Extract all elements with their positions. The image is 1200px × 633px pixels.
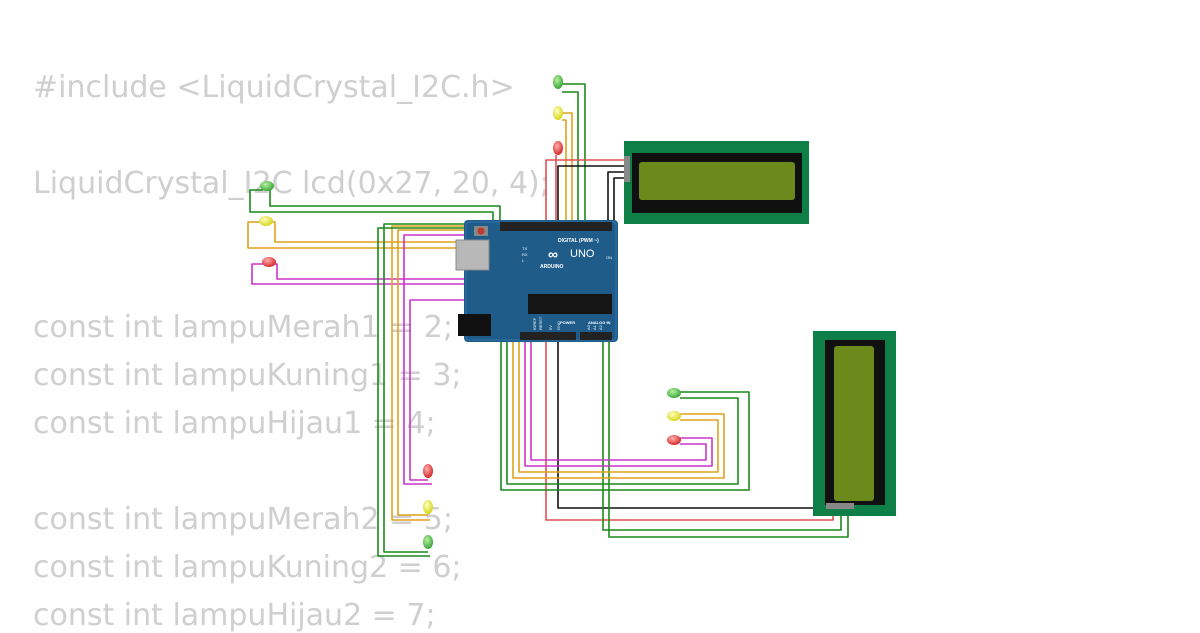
arduino-logo-icon: ∞ [548,246,558,262]
power-header [520,332,576,340]
led-red-bottom[interactable] [423,464,433,478]
a1-label: A1 [592,324,597,330]
reset-label: RESET [538,316,543,330]
wire-green-led-2[interactable] [500,336,750,491]
led-red-top[interactable] [553,141,563,155]
code-line-yellow1: const int lampuKuning1 = 3; [33,358,462,393]
a2-label: A2 [598,324,603,330]
on-label: ON [606,255,612,260]
wire-yellow-led-3-b[interactable] [391,225,470,521]
wire-lcd2-sda[interactable] [602,336,842,531]
wire-green-led-top[interactable] [562,83,586,232]
wire-red-led-2-b[interactable] [530,336,707,461]
analog-header [580,332,612,340]
usb-port [455,239,490,271]
led-red-left[interactable] [262,257,276,267]
led-yellow-top[interactable] [553,106,563,120]
lcd1-i2c-pins [624,156,630,182]
led-yellow-left[interactable] [259,216,273,226]
code-line-include: #include <LiquidCrystal_I2C.h> [33,70,515,105]
reset-button[interactable] [477,227,485,235]
wire-green-led-1-b[interactable] [269,188,501,232]
wire-red-led-3-b[interactable] [403,234,470,485]
wire-red-led-2[interactable] [524,336,713,467]
led-green-bottom[interactable] [423,535,433,549]
digital-header [500,222,612,231]
microcontroller-chip [528,294,612,314]
wire-yellow-led-2[interactable] [512,336,725,479]
l-label: L [522,258,525,263]
led-yellow-right[interactable] [667,411,681,421]
digital-label: DIGITAL (PWM ~) [558,238,599,244]
wire-green-led-3[interactable] [383,223,470,553]
lcd-display-1[interactable] [624,141,809,224]
rx-label: RX [522,252,528,257]
leds [259,75,681,549]
lcd2-screen [834,346,874,501]
wire-lcd2-scl[interactable] [608,336,849,538]
board-logo-text: ARDUINO [540,264,563,270]
wire-green-led-3-b[interactable] [377,227,470,557]
wire-green-led-2-b[interactable] [506,336,739,485]
a0-label: A0 [586,324,591,330]
code-line-red1: const int lampuMerah1 = 2; [33,310,453,345]
led-yellow-bottom[interactable] [423,500,433,514]
led-red-right[interactable] [667,435,681,445]
tx-label: TX [522,246,527,251]
analog-label: ANALOG IN [588,320,611,325]
led-green-left[interactable] [260,181,274,191]
lcd2-i2c-pins [826,503,854,509]
code-line-lcd-decl: LiquidCrystal_I2C lcd(0x27, 20, 4); [33,166,550,201]
power-jack [458,314,491,336]
led-green-right[interactable] [667,388,681,398]
wire-yellow-led-top-b[interactable] [562,119,567,232]
ioref-label: IOREF [532,317,537,330]
led-green-top[interactable] [553,75,563,89]
lcd1-screen [639,162,795,200]
wire-yellow-led-top[interactable] [562,112,573,232]
code-line-yellow2: const int lampuKuning2 = 6; [33,550,462,585]
wire-lcd1-scl[interactable] [613,177,628,232]
wire-yellow-led-3[interactable] [397,229,470,516]
code-line-green2: const int lampuHijau2 = 7; [33,598,436,633]
gnd-label: GND [556,321,561,330]
wire-green-led-1[interactable] [249,189,494,228]
arduino-uno-board[interactable]: DIGITAL (PWM ~) ∞ UNO ARDUINO TX RX L ON… [455,220,618,342]
wire-lcd1-sda[interactable] [607,171,628,232]
wire-green-led-top-b[interactable] [562,91,579,232]
board-model: UNO [570,248,595,260]
lcd-display-2[interactable] [813,331,896,516]
power-label: POWER [560,320,575,325]
wires [247,83,849,557]
5v-label: 5V [548,325,553,330]
wire-yellow-led-2-b[interactable] [518,336,719,473]
code-line-green1: const int lampuHijau1 = 4; [33,406,436,441]
